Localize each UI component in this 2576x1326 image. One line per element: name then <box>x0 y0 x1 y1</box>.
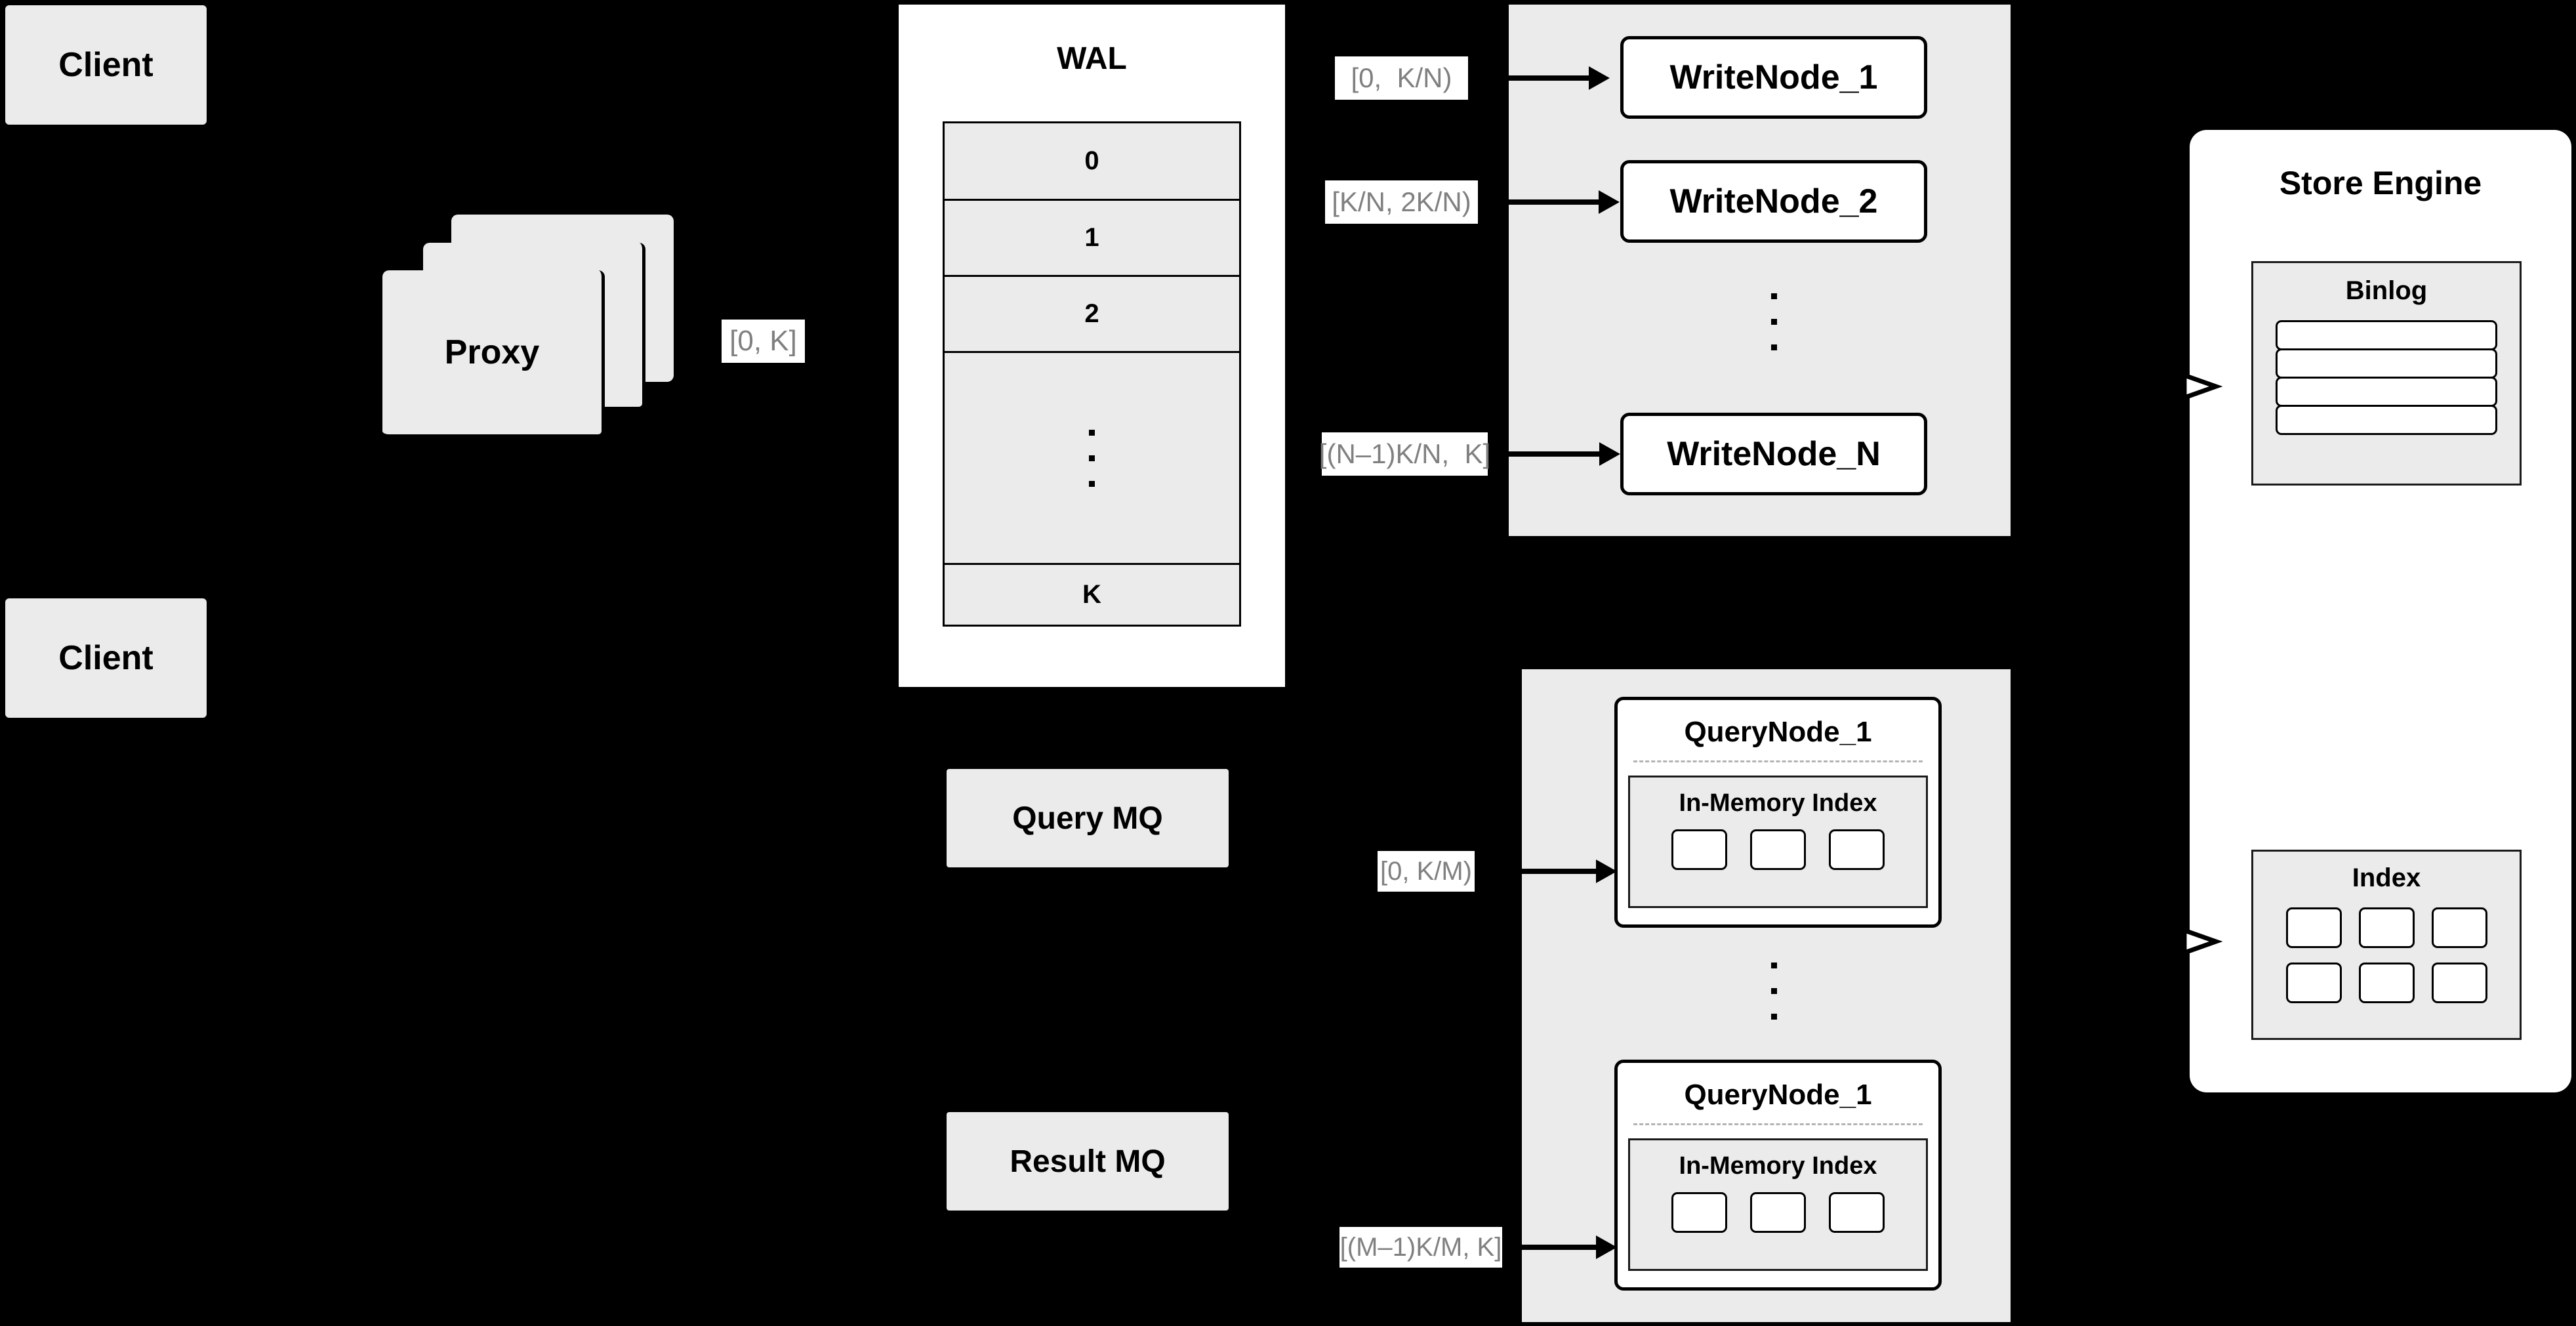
inmemory-index-cell[interactable] <box>1750 1192 1806 1233</box>
inmemory-index-cell[interactable] <box>1671 1192 1727 1233</box>
arrow-to-write-node-1 <box>1472 66 1610 90</box>
query-node-2-inmemory-index-title: In-Memory Index <box>1679 1152 1877 1180</box>
index-cell[interactable] <box>2358 907 2415 948</box>
write-node-n[interactable]: WriteNode_N <box>1620 413 1927 495</box>
query-mq-node[interactable]: Query MQ <box>947 769 1229 867</box>
client-node-1-label: Client <box>58 46 153 84</box>
client-node-2[interactable]: Client <box>5 598 207 718</box>
vertical-ellipsis-icon <box>1089 429 1095 487</box>
query-node-1-range-label: [0, K/M) <box>1378 851 1475 892</box>
query-node-1-label: QueryNode_1 <box>1684 716 1872 748</box>
index-cell[interactable] <box>2431 963 2487 1003</box>
arrow-to-query-node-2 <box>1505 1235 1617 1259</box>
wal-entry-table: 0 1 2 K <box>943 121 1241 627</box>
binlog-row[interactable] <box>2276 320 2497 350</box>
write-node-2-label: WriteNode_2 <box>1669 182 1878 220</box>
write-node-2[interactable]: WriteNode_2 <box>1620 160 1927 243</box>
query-node-1-divider <box>1633 760 1923 762</box>
proxy-node-label: Proxy <box>444 333 540 371</box>
index-panel: Index <box>2251 850 2522 1040</box>
inmemory-index-cell[interactable] <box>1829 1192 1885 1233</box>
query-node-2[interactable]: QueryNode_1 In-Memory Index <box>1614 1060 1942 1291</box>
binlog-row[interactable] <box>2276 348 2497 379</box>
write-node-1[interactable]: WriteNode_1 <box>1620 36 1927 119</box>
query-node-1[interactable]: QueryNode_1 In-Memory Index <box>1614 697 1942 928</box>
query-node-2-range-label: [(M–1)K/M, K] <box>1339 1227 1502 1268</box>
arrow-to-write-node-2 <box>1482 190 1620 214</box>
query-node-1-inmemory-index: In-Memory Index <box>1628 776 1928 908</box>
inmemory-index-cell[interactable] <box>1750 829 1806 870</box>
wal-entry-row[interactable]: 1 <box>945 201 1239 277</box>
query-node-1-inmemory-index-title: In-Memory Index <box>1679 789 1877 817</box>
query-mq-label: Query MQ <box>1012 800 1163 836</box>
write-node-n-label: WriteNode_N <box>1667 435 1881 473</box>
write-node-1-label: WriteNode_1 <box>1669 58 1878 96</box>
wal-entry-row[interactable]: 0 <box>945 123 1239 201</box>
binlog-title: Binlog <box>2345 276 2428 305</box>
inmemory-index-cell[interactable] <box>1829 829 1885 870</box>
arrow-to-binlog <box>2146 372 2223 401</box>
binlog-panel: Binlog <box>2251 261 2522 486</box>
wal-title: WAL <box>1057 41 1127 76</box>
index-cell[interactable] <box>2285 907 2342 948</box>
write-node-n-range-label: [(N–1)K/N, K] <box>1319 432 1490 476</box>
query-node-2-inmemory-index: In-Memory Index <box>1628 1138 1928 1271</box>
write-cluster-ellipsis-icon <box>1745 276 1803 367</box>
inmemory-index-cell[interactable] <box>1671 829 1727 870</box>
wal-entry-row[interactable]: K <box>1082 580 1101 609</box>
query-node-2-label: QueryNode_1 <box>1684 1079 1872 1111</box>
store-engine-title: Store Engine <box>2279 165 2482 201</box>
binlog-row[interactable] <box>2276 377 2497 407</box>
write-node-1-range-label: [0, K/N) <box>1335 56 1468 100</box>
query-node-2-divider <box>1633 1123 1923 1125</box>
index-cell[interactable] <box>2431 907 2487 948</box>
proxy-node[interactable]: Proxy <box>382 270 605 438</box>
arrow-to-write-node-n <box>1490 442 1620 466</box>
arrow-to-index <box>2146 927 2223 956</box>
write-node-2-range-label: [K/N, 2K/N) <box>1325 180 1478 224</box>
index-cell[interactable] <box>2358 963 2415 1003</box>
index-cell[interactable] <box>2285 963 2342 1003</box>
query-cluster-ellipsis-icon <box>1745 945 1803 1037</box>
result-mq-label: Result MQ <box>1010 1144 1166 1179</box>
wal-entry-ellipsis-row <box>945 353 1239 565</box>
client-node-1[interactable]: Client <box>5 5 207 125</box>
client-node-2-label: Client <box>58 639 153 677</box>
index-title: Index <box>2352 863 2421 892</box>
binlog-row[interactable] <box>2276 405 2497 435</box>
result-mq-node[interactable]: Result MQ <box>947 1112 1229 1211</box>
wal-entry-row[interactable]: 2 <box>945 277 1239 353</box>
proxy-range-label: [0, K] <box>722 320 805 363</box>
arrow-to-query-node-1 <box>1479 860 1617 883</box>
